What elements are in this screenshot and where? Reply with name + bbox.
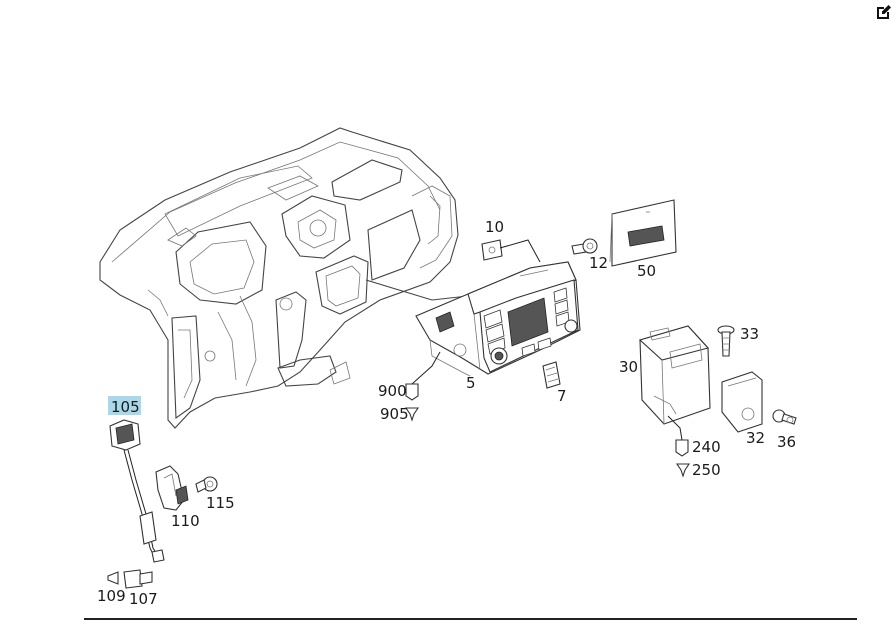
bracket-110 [155, 465, 189, 511]
callout-5[interactable]: 5 [466, 374, 476, 392]
bracket-32 [721, 371, 763, 433]
callout-12[interactable]: 12 [589, 254, 608, 272]
bottom-divider [84, 618, 857, 620]
screw-33 [717, 325, 735, 357]
screw-12 [571, 238, 598, 255]
screw-36 [772, 409, 797, 425]
callout-109[interactable]: 109 [97, 587, 126, 605]
callout-10[interactable]: 10 [485, 218, 504, 236]
manual-booklet-50 [609, 199, 677, 267]
callout-905[interactable]: 905 [380, 405, 409, 423]
switch-panel-7 [542, 361, 561, 389]
bracket-10 [481, 239, 541, 263]
plug-905 [404, 407, 420, 422]
callout-50[interactable]: 50 [637, 262, 656, 280]
callout-900[interactable]: 900 [378, 382, 407, 400]
callout-250[interactable]: 250 [692, 461, 721, 479]
callout-33[interactable]: 33 [740, 325, 759, 343]
callout-107[interactable]: 107 [129, 590, 158, 608]
callout-7[interactable]: 7 [557, 387, 567, 405]
dashboard-illustration [99, 127, 459, 429]
callout-105[interactable]: 105 [111, 398, 140, 416]
screw-115 [195, 476, 218, 493]
callout-30[interactable]: 30 [619, 358, 638, 376]
control-unit-30 [638, 325, 711, 425]
callout-110[interactable]: 110 [171, 512, 200, 530]
antenna-module-105 [109, 419, 165, 563]
connector-900 [405, 351, 441, 401]
callout-115[interactable]: 115 [206, 494, 235, 512]
connector-240 [667, 415, 689, 457]
connector-107 [123, 569, 153, 589]
callout-240[interactable]: 240 [692, 438, 721, 456]
callout-32[interactable]: 32 [746, 429, 765, 447]
edit-icon [877, 5, 891, 19]
callout-36[interactable]: 36 [777, 433, 796, 451]
plug-250 [675, 463, 691, 478]
plug-109 [107, 571, 119, 585]
radio-head-unit [365, 261, 581, 377]
callout-highlight-105 [108, 396, 141, 415]
edit-button[interactable] [874, 2, 894, 22]
